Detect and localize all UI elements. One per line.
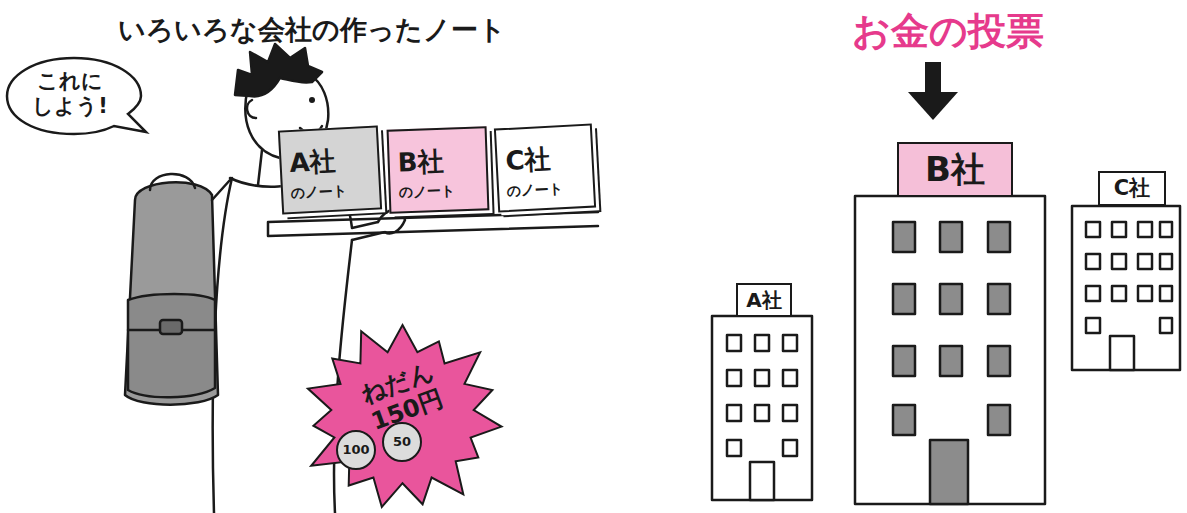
node-text: A社 [746, 288, 781, 312]
node-text: C社 [1114, 176, 1150, 201]
notebook: B社のノート [387, 126, 490, 213]
company-sign: A社 [736, 283, 792, 317]
notebook: C社のノート [494, 123, 596, 212]
company-sign: C社 [1098, 171, 1166, 206]
coin: 50 [382, 422, 422, 462]
node-subtext: のノート [398, 183, 455, 202]
node-text: 50 [393, 434, 411, 450]
company-sign: B社 [897, 142, 1013, 197]
node-text: これに しよう! [30, 69, 110, 119]
scene-heading: いろいろな会社の作ったノート [118, 12, 506, 48]
notebook: A社のノート [278, 125, 382, 214]
node-text: A社 [289, 146, 337, 180]
price-burst: ねだん 150円10050 [300, 322, 505, 512]
coin: 100 [336, 430, 376, 470]
node-subtext: のノート [507, 180, 564, 200]
node-text: B社 [397, 146, 444, 179]
speech-bubble: これに しよう! [4, 54, 144, 138]
node-text: C社 [505, 144, 552, 178]
node-subtext: のノート [291, 182, 348, 202]
vote-heading: お金の投票 [852, 6, 1044, 57]
node-text: B社 [925, 149, 985, 190]
node-text: 100 [342, 442, 369, 458]
